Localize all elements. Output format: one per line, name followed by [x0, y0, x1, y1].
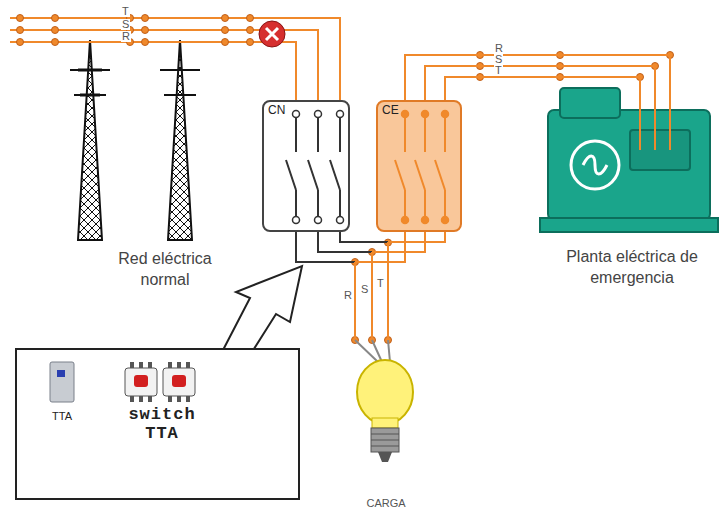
wire-dots — [17, 15, 674, 344]
box-label: CN — [268, 104, 285, 117]
tower — [70, 40, 110, 240]
phase-label: T — [121, 6, 130, 17]
source-label: Planta eléctrica de emergencia — [548, 246, 716, 288]
phase-label: S — [494, 54, 503, 65]
callout-arrow — [222, 266, 302, 352]
phase-label: T — [494, 65, 503, 76]
phase-label: R — [494, 43, 504, 54]
contactor-box: CE — [376, 100, 462, 232]
phase-label: T — [376, 278, 385, 289]
box-label: CE — [382, 104, 399, 117]
network-wires — [10, 18, 340, 112]
phase-label: R — [343, 290, 353, 301]
phase-label: S — [121, 19, 130, 30]
bulb — [357, 360, 413, 462]
load-wires — [296, 220, 445, 362]
switch-label: switch TTA — [117, 406, 207, 443]
contactor-box: CN — [262, 100, 350, 232]
load-label: CARGA — [355, 498, 417, 509]
tower — [160, 40, 200, 240]
switch-contacts — [378, 102, 464, 234]
source-label: Red eléctrica normal — [95, 248, 235, 290]
failure-mark — [259, 21, 285, 47]
switch-contacts — [264, 102, 352, 234]
callout-box: TTA switch TTA — [15, 348, 300, 500]
device-label: TTA — [42, 410, 82, 422]
generator — [540, 88, 718, 232]
phase-label: R — [121, 31, 131, 42]
phase-label: S — [360, 284, 369, 295]
